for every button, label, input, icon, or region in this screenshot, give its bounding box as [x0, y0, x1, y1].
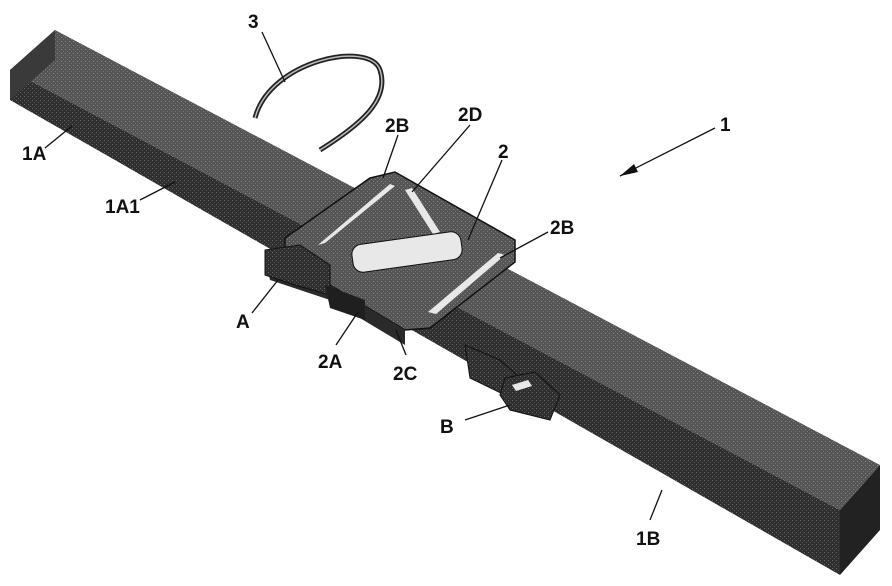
label-1a1: 1A1 — [105, 197, 140, 218]
buckle-tab-2a — [325, 285, 365, 320]
leader-lines — [44, 31, 716, 521]
label-b: B — [440, 417, 454, 438]
label-2a: 2A — [318, 352, 343, 373]
label-2d: 2D — [458, 105, 482, 126]
window-2c — [351, 231, 463, 273]
label-a: A — [236, 312, 250, 333]
slot-2b-lower — [428, 253, 505, 314]
wire-loop-highlight — [254, 55, 383, 151]
slot-2d — [405, 188, 440, 234]
label-2b-top: 2B — [385, 116, 409, 137]
label-1a: 1A — [22, 144, 47, 165]
clip-b-slot — [512, 380, 532, 391]
label-1b: 1B — [636, 529, 660, 550]
strap-end-face — [840, 465, 880, 575]
clip-b-body[interactable] — [499, 371, 561, 421]
label-1: 1 — [720, 115, 731, 136]
strap-end-left — [10, 30, 55, 100]
label-3: 3 — [248, 12, 259, 33]
wire-loop — [252, 53, 385, 153]
slot-2b-upper — [318, 184, 395, 245]
label-2b-right: 2B — [550, 218, 574, 239]
label-2c: 2C — [393, 364, 418, 385]
label-2: 2 — [498, 142, 509, 163]
